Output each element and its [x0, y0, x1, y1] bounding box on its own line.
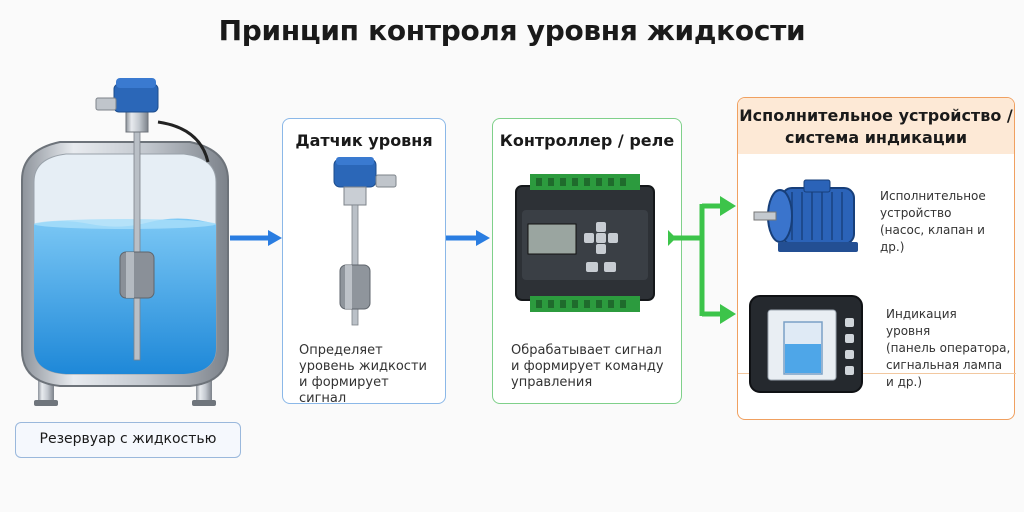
indicator-label: Индикация уровня (панель оператора, сигн… — [886, 307, 1011, 389]
level-indicator-panel-icon — [749, 295, 863, 393]
actuator-header — [738, 98, 1014, 154]
controller-description: Обрабатывает сигнал и формирует команду … — [511, 343, 664, 390]
tank-illustration — [21, 78, 229, 406]
sensor-title: Датчик уровня — [295, 131, 433, 150]
actuator-divider — [738, 373, 1016, 374]
arrow-controller-to-outputs — [668, 196, 736, 324]
device-label: Исполнительное устройство (насос, клапан… — [880, 189, 986, 254]
level-sensor-icon — [333, 157, 397, 326]
actuator-title-line1: Исполнительное устройство / — [739, 106, 1013, 125]
actuator-title-line2: система индикации — [784, 128, 968, 147]
controller-title: Контроллер / реле — [499, 131, 675, 150]
arrow-sensor-to-controller — [446, 230, 490, 246]
tank-label: Резервуар с жидкостью — [15, 422, 241, 458]
controller-relay-icon — [515, 174, 655, 312]
electric-motor-icon — [753, 179, 858, 252]
sensor-description: Определяет уровень жидкости и формирует … — [299, 343, 427, 406]
page-title: Принцип контроля уровня жидкости — [218, 14, 806, 47]
arrow-tank-to-sensor — [230, 230, 282, 246]
